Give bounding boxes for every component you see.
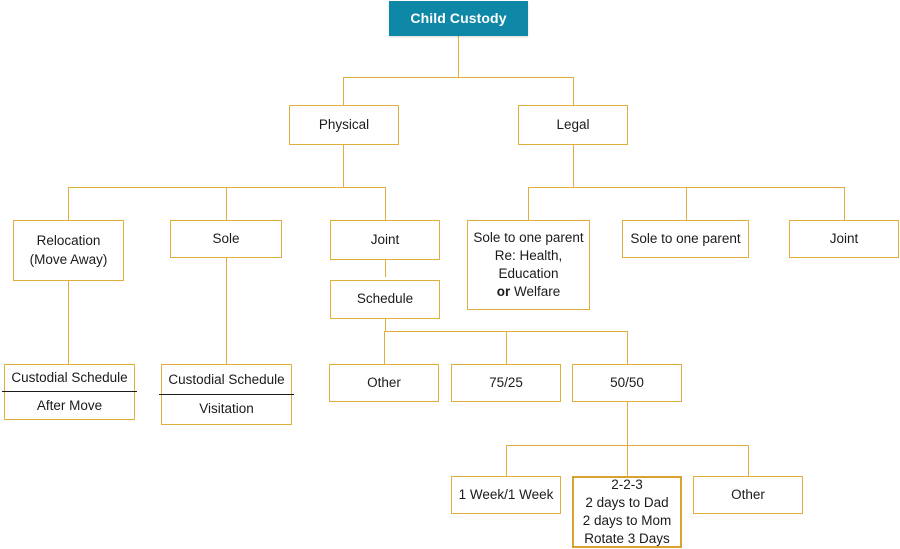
node-custodial-schedule-after-move[interactable]: Custodial Schedule After Move	[2, 364, 137, 420]
connector-root-to-physical	[343, 77, 345, 106]
node-schedule[interactable]: Schedule	[330, 280, 440, 319]
node-label-line2: (Move Away)	[29, 251, 108, 267]
node-label: 1 Week/1 Week	[458, 486, 554, 502]
node-label-line3: Education	[498, 266, 559, 281]
node-label-bottom: Visitation	[199, 400, 254, 416]
node-split-other[interactable]: Other	[693, 476, 803, 514]
connector-sole-to-custodial	[226, 258, 228, 364]
node-label-line4-rest: Welfare	[510, 284, 561, 300]
connector-schedule-to-other	[384, 331, 386, 364]
node-custodial-schedule-visitation[interactable]: Custodial Schedule Visitation	[159, 364, 294, 425]
node-legal-sole-re[interactable]: Sole to one parent Re: Health, Education…	[467, 220, 590, 310]
connector-physical-stem	[343, 144, 345, 188]
node-physical-joint[interactable]: Joint	[330, 220, 440, 260]
node-child-custody[interactable]: Child Custody	[389, 1, 528, 36]
node-label-line1: Relocation	[36, 233, 101, 249]
node-label-line4-bold: or	[496, 284, 511, 300]
connector-legal-stem	[573, 144, 575, 188]
node-label: 75/25	[489, 374, 523, 390]
node-label-line4: Rotate 3 Days	[584, 531, 670, 547]
node-legal-sole[interactable]: Sole to one parent	[622, 220, 749, 258]
node-schedule-50-50[interactable]: 50/50	[572, 364, 682, 402]
node-schedule-75-25[interactable]: 75/25	[451, 364, 561, 402]
node-relocation[interactable]: Relocation (Move Away)	[13, 220, 124, 281]
node-physical[interactable]: Physical	[289, 105, 399, 145]
node-2-2-3[interactable]: 2-2-3 2 days to Dad 2 days to Mom Rotate…	[572, 476, 682, 548]
node-label-line1: 2-2-3	[611, 476, 643, 492]
connector-root-stem	[458, 34, 460, 78]
connector-root-to-legal	[573, 77, 575, 106]
connector-legal-to-joint	[844, 187, 846, 220]
node-label: Other	[731, 486, 765, 502]
connector-joint-to-schedule	[385, 260, 387, 277]
node-physical-sole[interactable]: Sole	[170, 220, 282, 258]
node-label: Sole	[212, 230, 240, 246]
connector-legal-to-sole-re	[528, 187, 530, 220]
node-label-line4: or Welfare	[497, 283, 561, 301]
node-label: Child Custody	[410, 10, 507, 27]
connector-schedule-stem	[385, 319, 387, 332]
connector-5050-to-223	[627, 445, 629, 476]
node-label: Other	[367, 374, 401, 390]
connector-physical-to-sole	[226, 187, 228, 220]
node-legal[interactable]: Legal	[518, 105, 628, 145]
node-label-bottom: After Move	[36, 398, 103, 413]
node-label: Sole to one parent	[630, 230, 741, 246]
connector-legal-to-sole	[686, 187, 688, 220]
connector-physical-to-joint	[385, 187, 387, 220]
node-label-line3: 2 days to Mom	[582, 513, 672, 528]
node-label-top: Custodial Schedule	[159, 368, 294, 395]
node-legal-joint[interactable]: Joint	[789, 220, 899, 258]
node-label: Legal	[556, 116, 590, 132]
connector-5050-stem	[627, 402, 629, 446]
node-label-top: Custodial Schedule	[2, 366, 137, 392]
node-label: Physical	[318, 116, 370, 132]
node-1week-1week[interactable]: 1 Week/1 Week	[451, 476, 561, 514]
connector-physical-to-relocation	[68, 187, 70, 220]
connector-schedule-to-7525	[506, 331, 508, 364]
connector-root-bus	[343, 77, 574, 79]
node-label-line1: Sole to one parent	[473, 229, 584, 245]
node-label: Schedule	[356, 291, 414, 307]
node-label-line2: 2 days to Dad	[585, 494, 669, 510]
node-label: Joint	[370, 231, 400, 247]
node-label: 50/50	[610, 374, 644, 390]
connector-5050-to-week	[506, 445, 508, 476]
node-label-line2: Re: Health,	[494, 247, 563, 263]
node-label: Joint	[829, 230, 859, 246]
connector-schedule-to-5050	[627, 331, 629, 364]
node-schedule-other[interactable]: Other	[329, 364, 439, 402]
connector-relocation-to-custodial	[68, 281, 70, 364]
connector-5050-to-other	[748, 445, 750, 476]
